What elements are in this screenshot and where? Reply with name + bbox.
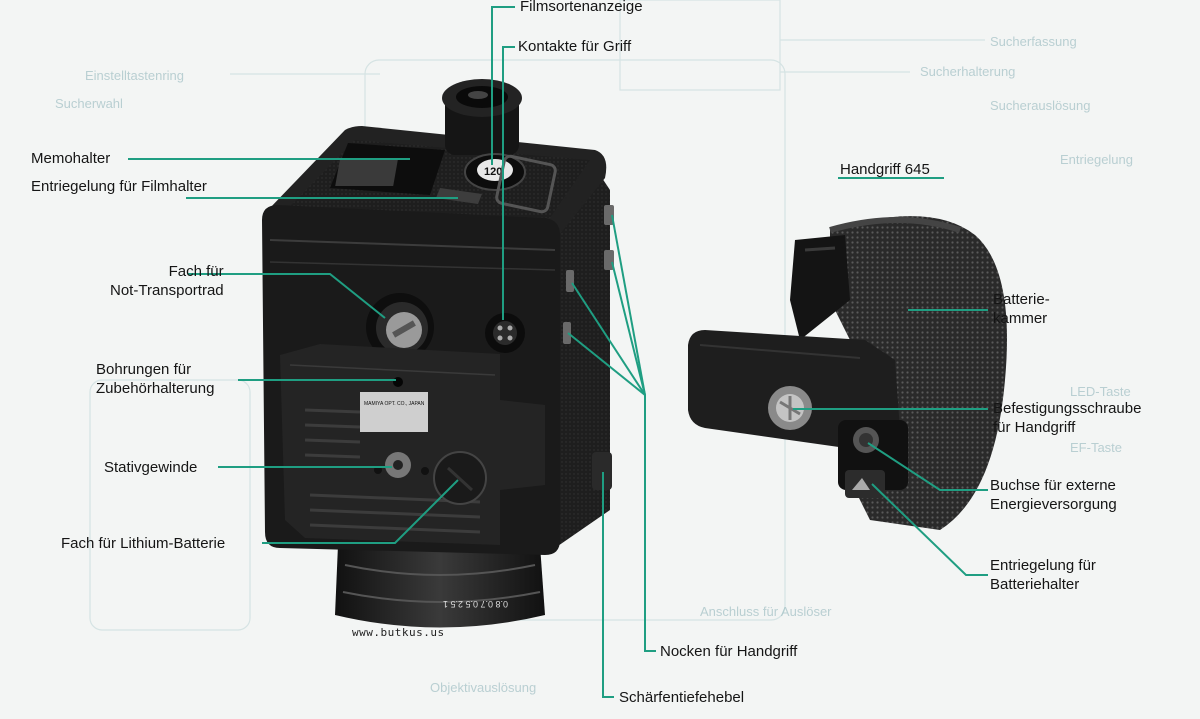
film-holder-release (436, 188, 482, 204)
grip-mounting-cams (563, 205, 614, 344)
ghost-text: LED-Taste (1070, 384, 1131, 399)
label-fach-not-transportrad: Fach für Not-Transportrad (110, 263, 224, 299)
ghost-text: Sucherhalterung (920, 64, 1016, 79)
leader-filmsortenanzeige (491, 6, 515, 165)
leader-schaerfentiefehebel (602, 472, 614, 698)
viewfinder-eyepiece (442, 79, 522, 155)
label-filmsortenanzeige: Filmsortenanzeige (520, 0, 643, 15)
leader-kontakte-griff (502, 46, 515, 320)
camera-body: 0.8 0.7 0.5 2.5 1 (262, 79, 614, 628)
nameplate (360, 392, 428, 432)
lens-barrel: 0.8 0.7 0.5 2.5 1 (335, 545, 545, 628)
leader-nocken-handgriff (644, 395, 656, 652)
label-befestigungsschraube: Befestigungsschraube für Handgriff (993, 400, 1142, 436)
ghost-text: Sucherwahl (55, 96, 123, 111)
camera-side-face (555, 175, 610, 548)
ghost-text: Einstelltastenring (85, 68, 184, 83)
label-nocken-handgriff: Nocken für Handgriff (660, 643, 798, 660)
film-counter-text: 120 (484, 166, 502, 178)
battery-chamber (790, 235, 850, 340)
label-fach-lithium-batterie: Fach für Lithium-Batterie (61, 535, 226, 552)
label-handgriff-645: Handgriff 645 (840, 161, 930, 178)
memo-holder (330, 143, 445, 195)
label-entriegelung-batteriehalter: Entriegelung für Batteriehalter (990, 557, 1096, 593)
label-batteriekammer: Batterie- kammer (993, 291, 1050, 327)
leader-not-transportrad (188, 273, 386, 319)
label-bohrungen-zubehoer: Bohrungen für Zubehörhalterung (96, 361, 215, 397)
emergency-transport-wheel (366, 293, 434, 361)
label-schaerfentiefehebel: Schärfentiefehebel (619, 689, 745, 706)
accessory-mount-hole (393, 377, 403, 387)
ghost-text: Sucherauslösung (990, 98, 1091, 113)
ghost-text: EF-Taste (1070, 440, 1123, 455)
handgrip-645 (688, 216, 1007, 530)
lens-scale-text: 0.8 0.7 0.5 2.5 1 (443, 599, 508, 609)
plate-text: MAMIYA OPT. CO., JAPAN (364, 401, 425, 407)
bottom-plate: MAMIYA OPT. CO., JAPAN (280, 344, 545, 545)
ghost-text: Entriegelung (1060, 152, 1133, 167)
ghost-text: Objektivauslösung (430, 680, 537, 695)
depth-of-field-lever (592, 452, 612, 490)
label-kontakte-griff: Kontakte für Griff (518, 38, 632, 55)
watermark: www.butkus.us (352, 626, 445, 639)
battery-holder-release (845, 470, 885, 498)
leader-batteriehalter (871, 483, 988, 576)
label-entriegelung-filmhalter: Entriegelung für Filmhalter (31, 178, 207, 195)
label-memohalter: Memohalter (31, 150, 111, 167)
label-buchse-energieversorgung: Buchse für externe Energieversorgung (990, 477, 1117, 513)
ghost-text: Sucherfassung (990, 34, 1077, 49)
leader-buchse (867, 442, 988, 491)
label-stativgewinde: Stativgewinde (104, 459, 198, 476)
ghost-text: Anschluss für Auslöser (700, 604, 832, 619)
leader-lines (128, 6, 988, 698)
leader-lithium-batterie (262, 479, 459, 544)
grip-contacts (485, 313, 525, 353)
